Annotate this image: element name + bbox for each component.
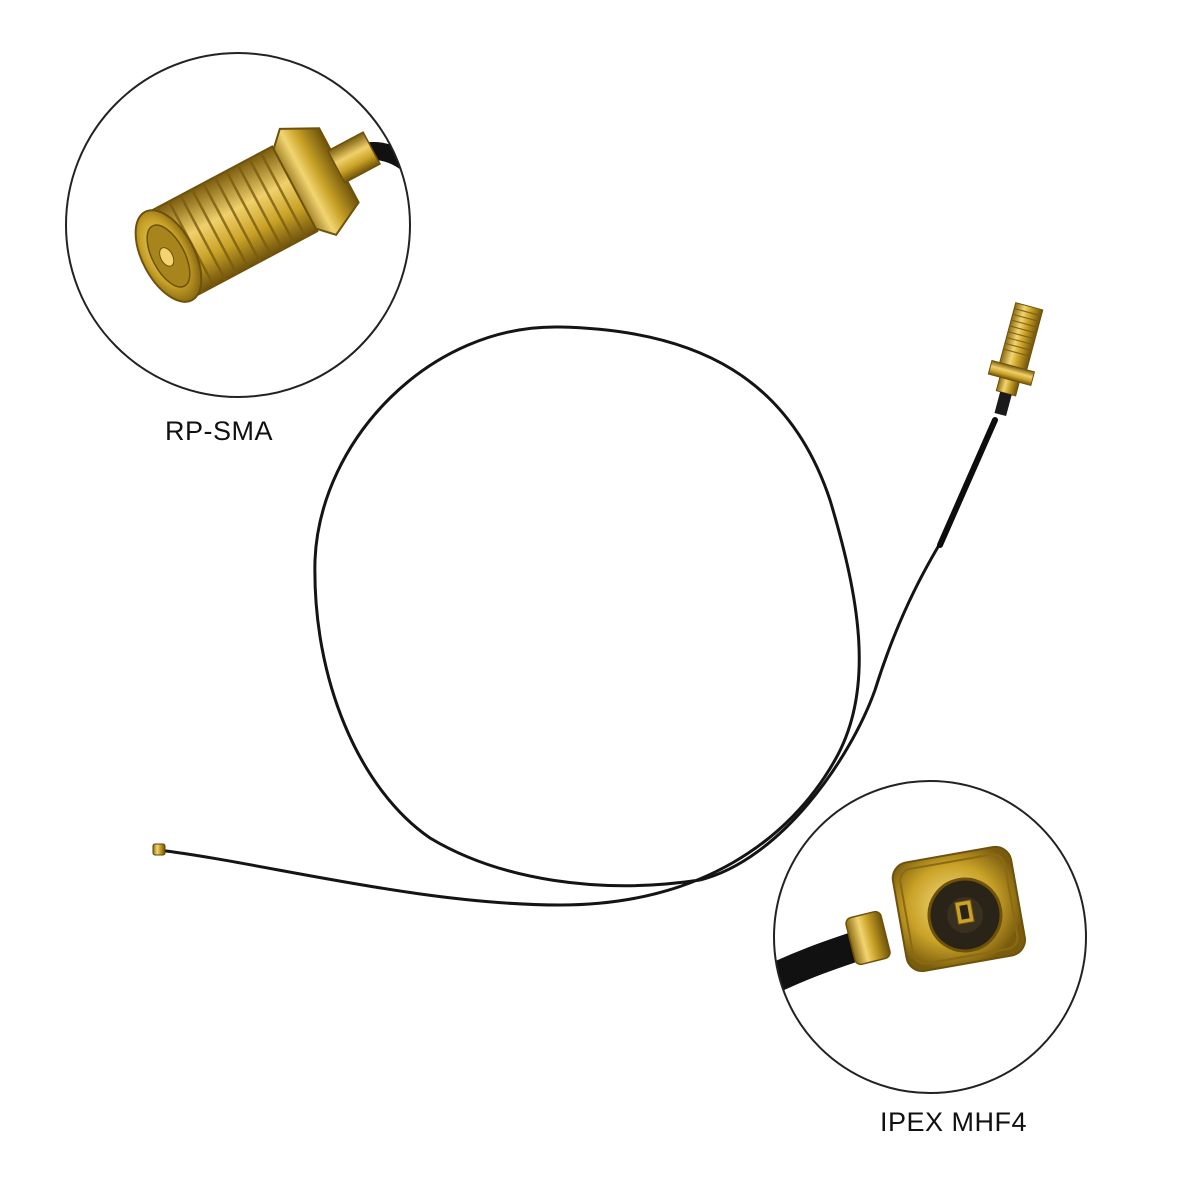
ipex-plug-small xyxy=(152,843,166,856)
rp-sma-connector-small xyxy=(987,302,1044,417)
rp-sma-closeup xyxy=(65,52,411,398)
ipex-mhf4-closeup xyxy=(773,780,1087,1094)
rp-sma-label: RP-SMA xyxy=(165,416,274,446)
coax-cable xyxy=(157,325,998,907)
ipex-mhf4-label: IPEX MHF4 xyxy=(880,1107,1028,1137)
callout-circle-top xyxy=(65,52,411,398)
callout-circle-bottom xyxy=(773,780,1087,1094)
